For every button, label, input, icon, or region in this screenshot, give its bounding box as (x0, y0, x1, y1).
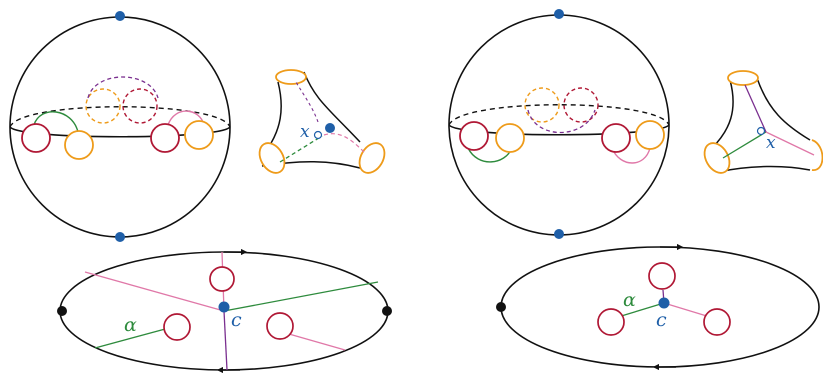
right-ellipse-green-line (617, 302, 665, 318)
left-crimson-circle-1 (21, 123, 51, 153)
right-pants-x-label: x (766, 133, 776, 153)
right-ellipse-crimson-circle-right (703, 308, 731, 336)
right-orange-circle-1 (495, 123, 525, 153)
right-ellipse-center-point (658, 297, 670, 309)
right-back-orange-circle (524, 87, 560, 123)
left-pants-x-label: x (300, 122, 310, 142)
right-crimson-circle-1 (459, 121, 489, 151)
right-ellipse-crimson-circle-left (597, 308, 625, 336)
left-alpha-label: α (124, 314, 137, 336)
left-c-label: c (231, 309, 242, 331)
right-orange-circle-2 (635, 120, 665, 150)
left-pants: x (258, 69, 386, 174)
right-back-crimson-circle (563, 87, 599, 123)
left-orange-circle-2 (184, 120, 214, 150)
left-ellipse-center-point (218, 301, 230, 313)
right-north-pole-point (554, 9, 564, 19)
left-pants-pink-arc (323, 133, 365, 153)
right-back-purple-arc (527, 109, 596, 133)
left-back-crimson-circle (122, 88, 158, 124)
right-crimson-circle-2 (601, 123, 631, 153)
right-south-pole-point (554, 229, 564, 239)
left-ellipse-pink-line-1 (84, 271, 225, 312)
right-ellipse: α c (496, 243, 820, 371)
right-pants-small-circle (756, 126, 766, 136)
left-ellipse-crimson-circle-left (163, 313, 191, 341)
left-green-arc (33, 111, 79, 133)
left-ellipse-green-line-1 (223, 281, 379, 312)
right-ellipse-pink-line (663, 302, 711, 318)
left-ellipse-crimson-circle-right (266, 312, 294, 340)
right-c-label: c (656, 309, 667, 331)
right-sphere (448, 9, 670, 239)
left-pants-left-boundary (258, 142, 286, 174)
left-ellipse-crimson-circle-top (209, 266, 235, 292)
left-ellipse: α c (57, 248, 392, 373)
left-pants-green-arc (279, 135, 323, 163)
right-ellipse-crimson-circle-top (648, 262, 676, 290)
right-alpha-label: α (623, 289, 636, 311)
left-pants-small-circle (313, 130, 323, 140)
left-south-pole-point (115, 232, 125, 242)
right-ellipse-left-point (496, 302, 506, 312)
right-pants-purple-arc (744, 84, 767, 133)
left-pants-right-boundary (358, 142, 386, 174)
left-pants-top-boundary (275, 69, 307, 85)
right-pants: x (703, 70, 823, 174)
right-pants-left-boundary (703, 142, 731, 174)
right-pants-pink-arc (765, 131, 815, 156)
left-north-pole-point (115, 11, 125, 21)
left-ellipse-right-point (382, 306, 392, 316)
left-sphere (9, 11, 231, 242)
right-pants-green-arc (722, 131, 767, 159)
left-crimson-circle-2 (150, 123, 180, 153)
left-back-orange-circle (85, 88, 121, 124)
left-pants-purple-arc (294, 79, 319, 123)
left-orange-circle-1 (64, 130, 94, 160)
left-equator-front (9, 126, 231, 138)
left-ellipse-purple-line (223, 310, 228, 371)
left-ellipse-left-point (57, 306, 67, 316)
right-pink-arc (611, 147, 651, 164)
right-pants-top-boundary (727, 70, 759, 86)
left-pants-basepoint (325, 123, 335, 133)
left-back-purple-arc (87, 76, 159, 99)
